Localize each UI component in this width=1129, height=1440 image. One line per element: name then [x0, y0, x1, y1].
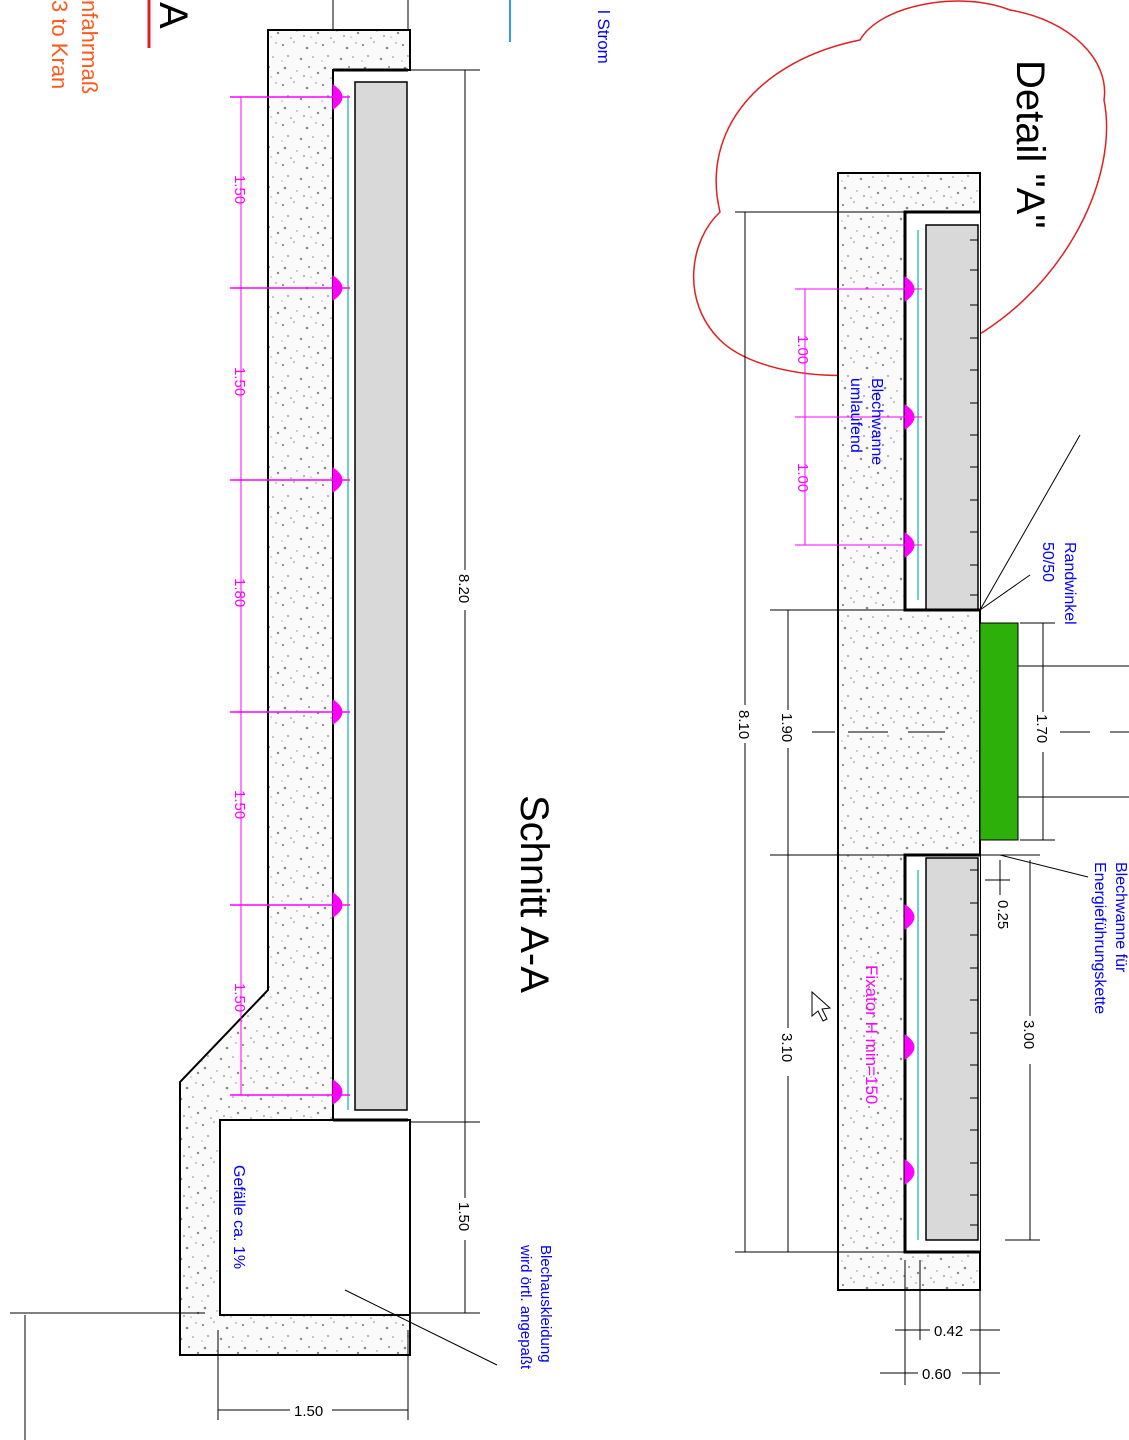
dim-1-50-pit: 1.50 [455, 1202, 472, 1231]
fixator-icon [904, 1034, 915, 1060]
section-title: Schnitt A-A [512, 795, 556, 993]
slope-note: Gefälle ca. 1% [230, 1165, 247, 1269]
dim-1-90: 1.90 [778, 713, 795, 742]
detail-a: Detail "A" 1.00 1.00 [692, 0, 1129, 1385]
spacing-dim: 1.50 [231, 790, 248, 819]
left-notes: nfahrmaß 3 to Kran A l Strom [47, 0, 613, 94]
fixator-icon [230, 892, 350, 918]
fixator-icon [904, 1159, 915, 1185]
tray-note-2: umlaufend [847, 378, 864, 453]
spacing-dim: 1.50 [231, 175, 248, 204]
energy-note-2: Energieführungskette [1091, 862, 1108, 1014]
spacing-dim: 1.50 [231, 983, 248, 1012]
fixator-icon [230, 275, 350, 301]
energy-note-1: Blechwanne für [1112, 862, 1129, 973]
fixator-icon [230, 699, 350, 725]
lining-note-1: Blechauskleidung [537, 1245, 554, 1363]
spacing-dim: 1.00 [794, 335, 811, 364]
fixator-icon [795, 532, 922, 558]
fixator-note: Fixator H min=150 [862, 965, 881, 1104]
dim-0-25: 0.25 [994, 900, 1011, 929]
fixator-icon [230, 1079, 350, 1105]
anchor-marks [970, 239, 978, 1226]
steel-panel-lower [925, 857, 979, 1241]
spacing-dim: 1.00 [794, 463, 811, 492]
lining-note-2: wird örtl. angepaßt [517, 1244, 534, 1370]
revision-cloud [692, 0, 1108, 377]
steel-panel-upper [925, 224, 979, 611]
section-marker-label: A [151, 2, 195, 29]
fixator-icon [230, 467, 350, 493]
note-strom: l Strom [594, 10, 613, 64]
steel-panel [354, 81, 408, 1111]
dim-0-60: 0.60 [922, 1366, 951, 1383]
dim-1-70: 1.70 [1033, 714, 1050, 743]
dim-3-00: 3.00 [1020, 1020, 1037, 1049]
angle-note-2: 50/50 [1039, 542, 1056, 582]
dim-0-42: 0.42 [934, 1323, 963, 1340]
fixator-icon [904, 904, 915, 930]
note-einfahrmass: nfahrmaß [77, 0, 102, 94]
green-element [979, 622, 1019, 841]
fixator-icon [795, 404, 922, 430]
dim-8-10: 8.10 [735, 710, 752, 739]
detail-title: Detail "A" [1008, 60, 1052, 228]
fixators [230, 84, 350, 1105]
fixator-icon [795, 276, 922, 302]
tray-note-1: Blechwanne [868, 378, 885, 465]
dim-8-20: 8.20 [455, 574, 472, 603]
mouse-cursor-icon [811, 990, 832, 1022]
section-a-a: 1.50 1.50 1.80 1.50 1.50 8.20 1.50 1.50 … [10, 29, 556, 1440]
fixator-icon [230, 84, 350, 110]
spacing-dim: 1.50 [231, 367, 248, 396]
angle-note-1: Randwinkel [1061, 542, 1078, 625]
dim-3-10: 3.10 [778, 1033, 795, 1062]
note-to-kran: 3 to Kran [47, 0, 72, 89]
spacing-dim: 1.80 [231, 578, 248, 607]
dim-1-50-width: 1.50 [294, 1403, 323, 1420]
